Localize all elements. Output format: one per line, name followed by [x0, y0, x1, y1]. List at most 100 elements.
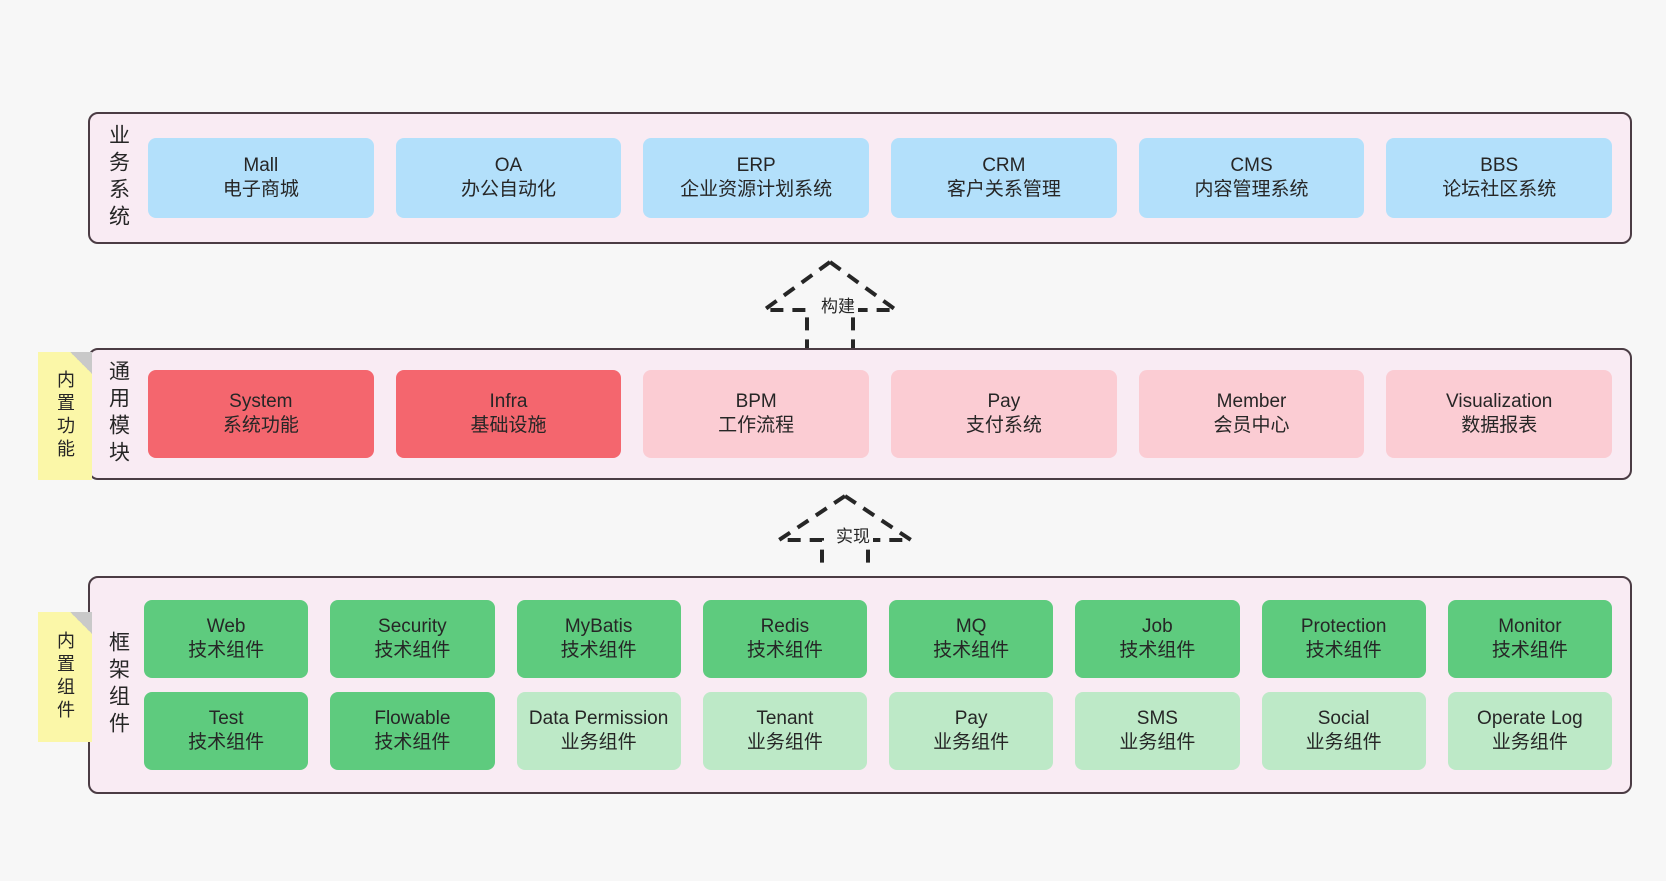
card-title: Infra: [489, 390, 528, 412]
card-title: CMS: [1230, 154, 1273, 176]
card-subtitle: 技术组件: [746, 640, 823, 661]
layer-common-modules: 通用模块 System 系统功能 Infra 基础设施 BPM 工作流程 Pay: [88, 348, 1632, 480]
note-label: 内置功能: [55, 370, 75, 462]
card-title: Security: [378, 615, 447, 637]
card-subtitle: 业务组件: [1119, 732, 1196, 753]
card-title: Social: [1317, 707, 1370, 729]
note-label: 内置组件: [55, 631, 75, 723]
card-test[interactable]: Test 技术组件: [144, 692, 309, 770]
card-infra[interactable]: Infra 基础设施: [395, 370, 622, 458]
card-title: Monitor: [1498, 615, 1562, 637]
note-builtin-functions: 内置功能: [38, 352, 92, 480]
card-row: Test 技术组件 Flowable 技术组件 Data Permission …: [144, 692, 1612, 770]
card-title: CRM: [982, 154, 1026, 176]
card-subtitle: 技术组件: [1119, 640, 1196, 661]
card-subtitle: 会员中心: [1213, 415, 1290, 436]
card-title: Tenant: [756, 707, 814, 729]
arrow-build: 构建: [750, 258, 910, 350]
card-subtitle: 技术组件: [933, 640, 1010, 661]
card-title: OA: [494, 154, 523, 176]
card-title: Protection: [1300, 615, 1387, 637]
layer-business-system: 业务系统 Mall 电子商城 OA 办公自动化 ERP 企业资源计划系统 CRM: [88, 112, 1632, 244]
card-title: Member: [1216, 390, 1287, 412]
card-subtitle: 客户关系管理: [946, 179, 1061, 200]
card-title: Web: [206, 615, 246, 637]
card-sms[interactable]: SMS 业务组件: [1075, 692, 1240, 770]
card-flowable[interactable]: Flowable 技术组件: [330, 692, 495, 770]
card-subtitle: 技术组件: [374, 732, 451, 753]
card-subtitle: 业务组件: [560, 732, 637, 753]
card-subtitle: 技术组件: [374, 640, 451, 661]
card-subtitle: 数据报表: [1461, 415, 1538, 436]
card-subtitle: 业务组件: [1305, 732, 1382, 753]
layer-title-common: 通用模块: [90, 350, 140, 478]
card-pay-module[interactable]: Pay 支付系统: [891, 370, 1117, 458]
card-title: Test: [208, 707, 244, 729]
card-web[interactable]: Web 技术组件: [144, 600, 309, 678]
card-subtitle: 技术组件: [1491, 640, 1568, 661]
card-oa[interactable]: OA 办公自动化: [395, 138, 622, 218]
card-subtitle: 办公自动化: [461, 179, 557, 200]
card-job[interactable]: Job 技术组件: [1075, 600, 1240, 678]
card-cms[interactable]: CMS 内容管理系统: [1138, 138, 1365, 218]
layer-title-business: 业务系统: [90, 114, 140, 242]
layer-title-frame: 框架组件: [90, 578, 140, 792]
card-subtitle: 技术组件: [1305, 640, 1382, 661]
card-mall[interactable]: Mall 电子商城: [148, 138, 374, 218]
card-visualization[interactable]: Visualization 数据报表: [1386, 370, 1613, 458]
card-row: System 系统功能 Infra 基础设施 BPM 工作流程 Pay 支付系统…: [148, 370, 1613, 458]
card-subtitle: 技术组件: [560, 640, 637, 661]
card-security[interactable]: Security 技术组件: [330, 600, 495, 678]
card-subtitle: 内容管理系统: [1194, 179, 1309, 200]
arrow-implement-label: 实现: [833, 522, 873, 547]
card-title: Data Permission: [528, 707, 669, 729]
card-redis[interactable]: Redis 技术组件: [702, 600, 867, 678]
card-subtitle: 技术组件: [188, 640, 265, 661]
dashed-hollow-arrow-icon: [757, 260, 903, 348]
card-row: Web 技术组件 Security 技术组件 MyBatis 技术组件 Redi…: [144, 600, 1612, 678]
layer-title-frame-label: 框架组件: [106, 631, 130, 739]
card-social[interactable]: Social 业务组件: [1261, 692, 1426, 770]
card-subtitle: 基础设施: [470, 415, 547, 436]
card-data-permission[interactable]: Data Permission 业务组件: [516, 692, 681, 770]
card-bbs[interactable]: BBS 论坛社区系统: [1386, 138, 1613, 218]
card-subtitle: 工作流程: [718, 415, 795, 436]
layer-body-frame: Web 技术组件 Security 技术组件 MyBatis 技术组件 Redi…: [140, 578, 1630, 792]
card-subtitle: 技术组件: [188, 732, 265, 753]
card-subtitle: 业务组件: [933, 732, 1010, 753]
card-member[interactable]: Member 会员中心: [1138, 370, 1365, 458]
arrow-build-label: 构建: [818, 292, 858, 317]
card-bpm[interactable]: BPM 工作流程: [643, 370, 870, 458]
layer-body-business: Mall 电子商城 OA 办公自动化 ERP 企业资源计划系统 CRM 客户关系…: [140, 114, 1630, 242]
card-title: Redis: [760, 615, 810, 637]
card-title: BBS: [1480, 154, 1519, 176]
layer-title-common-label: 通用模块: [106, 360, 130, 468]
card-tenant[interactable]: Tenant 业务组件: [702, 692, 867, 770]
card-operate-log[interactable]: Operate Log 业务组件: [1447, 692, 1612, 770]
card-row: Mall 电子商城 OA 办公自动化 ERP 企业资源计划系统 CRM 客户关系…: [148, 138, 1613, 218]
card-subtitle: 电子商城: [222, 179, 299, 200]
card-protection[interactable]: Protection 技术组件: [1261, 600, 1426, 678]
card-monitor[interactable]: Monitor 技术组件: [1447, 600, 1612, 678]
card-title: Mall: [243, 154, 279, 176]
card-title: SMS: [1136, 707, 1178, 729]
layer-body-common: System 系统功能 Infra 基础设施 BPM 工作流程 Pay 支付系统…: [140, 350, 1630, 478]
card-title: Visualization: [1446, 390, 1553, 412]
note-builtin-components: 内置组件: [38, 612, 92, 742]
card-mq[interactable]: MQ 技术组件: [889, 600, 1054, 678]
card-title: MQ: [955, 615, 987, 637]
card-subtitle: 系统功能: [222, 415, 299, 436]
card-subtitle: 论坛社区系统: [1442, 179, 1557, 200]
card-title: Job: [1142, 615, 1173, 637]
card-title: Flowable: [374, 707, 451, 729]
card-mybatis[interactable]: MyBatis 技术组件: [516, 600, 681, 678]
card-title: System: [229, 390, 293, 412]
dashed-hollow-arrow-icon: [772, 494, 918, 570]
card-system[interactable]: System 系统功能: [148, 370, 374, 458]
card-crm[interactable]: CRM 客户关系管理: [891, 138, 1117, 218]
card-pay-component[interactable]: Pay 业务组件: [889, 692, 1054, 770]
card-erp[interactable]: ERP 企业资源计划系统: [643, 138, 870, 218]
card-title: Pay: [987, 390, 1021, 412]
card-subtitle: 业务组件: [1491, 732, 1568, 753]
